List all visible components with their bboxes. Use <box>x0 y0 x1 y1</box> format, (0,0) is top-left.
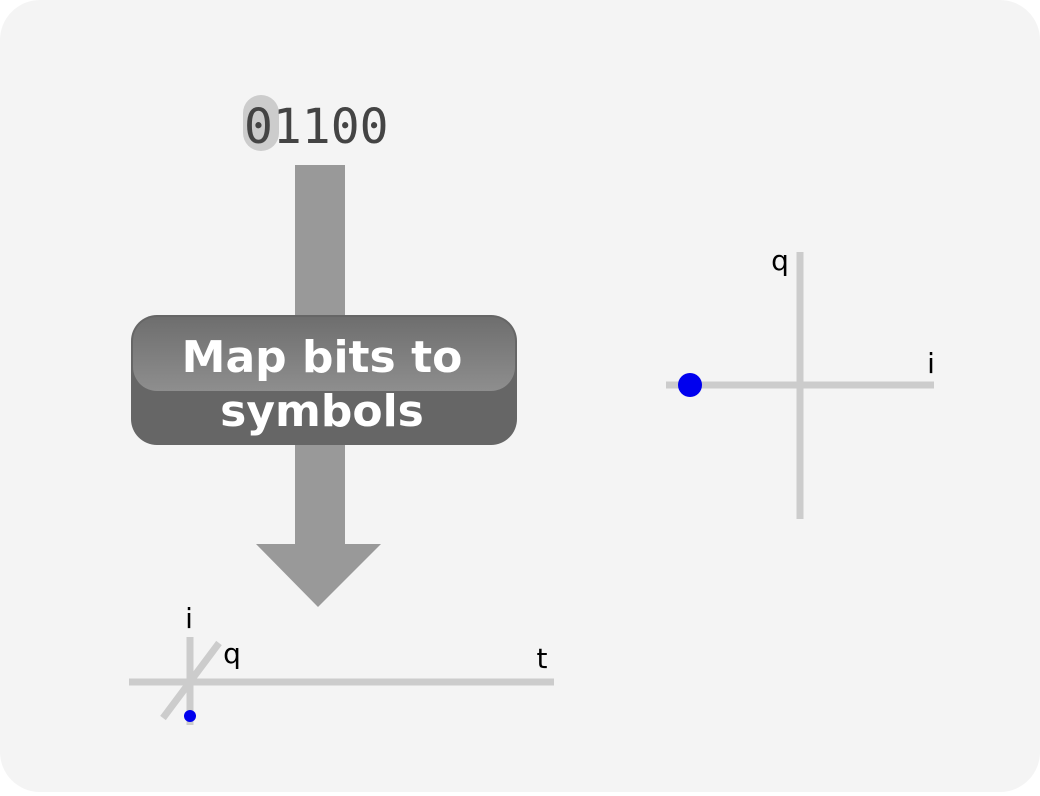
time-i-label: i <box>185 602 193 635</box>
bit-string: 01100 <box>244 99 389 155</box>
time-axes-diagram: i q t <box>129 602 554 725</box>
mapper-label-line1: Map bits to <box>182 332 463 383</box>
time-q-label: q <box>223 637 241 670</box>
mapper-box: Map bits to symbols <box>131 315 517 445</box>
mapper-label-line2: symbols <box>220 386 424 437</box>
constellation-symbol-point <box>678 373 702 397</box>
constellation-q-label: q <box>771 244 789 277</box>
remaining-bits: 1100 <box>273 99 389 155</box>
time-symbol-point <box>184 710 196 722</box>
current-bit-highlight <box>243 95 279 151</box>
time-q-axis <box>160 640 222 721</box>
arrow-head <box>256 544 381 607</box>
time-t-label: t <box>537 642 548 675</box>
mapper-box-gloss <box>133 317 515 391</box>
constellation-diagram: q i <box>666 244 935 519</box>
constellation-i-label: i <box>927 347 935 380</box>
current-bit: 0 <box>244 99 273 155</box>
